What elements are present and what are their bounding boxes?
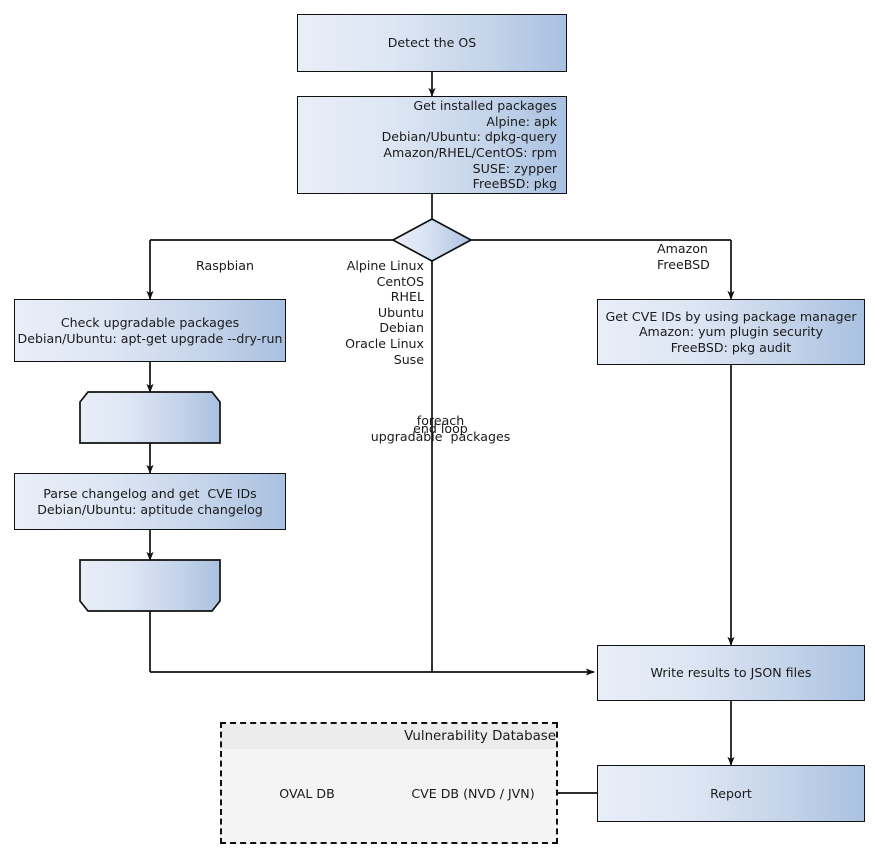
edge-label-raspbian: Raspbian xyxy=(196,258,254,273)
node-report[interactable]: Report xyxy=(597,765,865,822)
node-get-cve-ids[interactable]: Get CVE IDs by using package manager Ama… xyxy=(597,299,865,365)
node-detect-os[interactable]: Detect the OS xyxy=(297,14,567,72)
edge-label-amazon-freebsd: Amazon FreeBSD xyxy=(657,241,710,272)
node-get-installed-packages[interactable]: Get installed packages Alpine: apk Debia… xyxy=(297,96,567,194)
node-check-upgradable-packages[interactable]: Check upgradable packages Debian/Ubuntu:… xyxy=(14,299,286,362)
node-write-results[interactable]: Write results to JSON files xyxy=(597,645,865,701)
node-parse-changelog[interactable]: Parse changelog and get CVE IDs Debian/U… xyxy=(14,473,286,530)
group-title-label: Vulnerability Database xyxy=(404,729,556,744)
node-end-loop[interactable]: end loop xyxy=(0,51,468,436)
cve-db-label: CVE DB (NVD / JVN) xyxy=(411,786,535,801)
oval-db-label: OVAL DB xyxy=(279,786,335,801)
edge-label-center-distros: Alpine Linux CentOS RHEL Ubuntu Debian O… xyxy=(345,258,424,367)
group-title-bar: Vulnerability Database xyxy=(222,724,556,749)
group-vulnerability-database: Vulnerability Database xyxy=(220,722,558,844)
node-foreach-loop[interactable]: foreach upgradable packages xyxy=(0,0,511,444)
